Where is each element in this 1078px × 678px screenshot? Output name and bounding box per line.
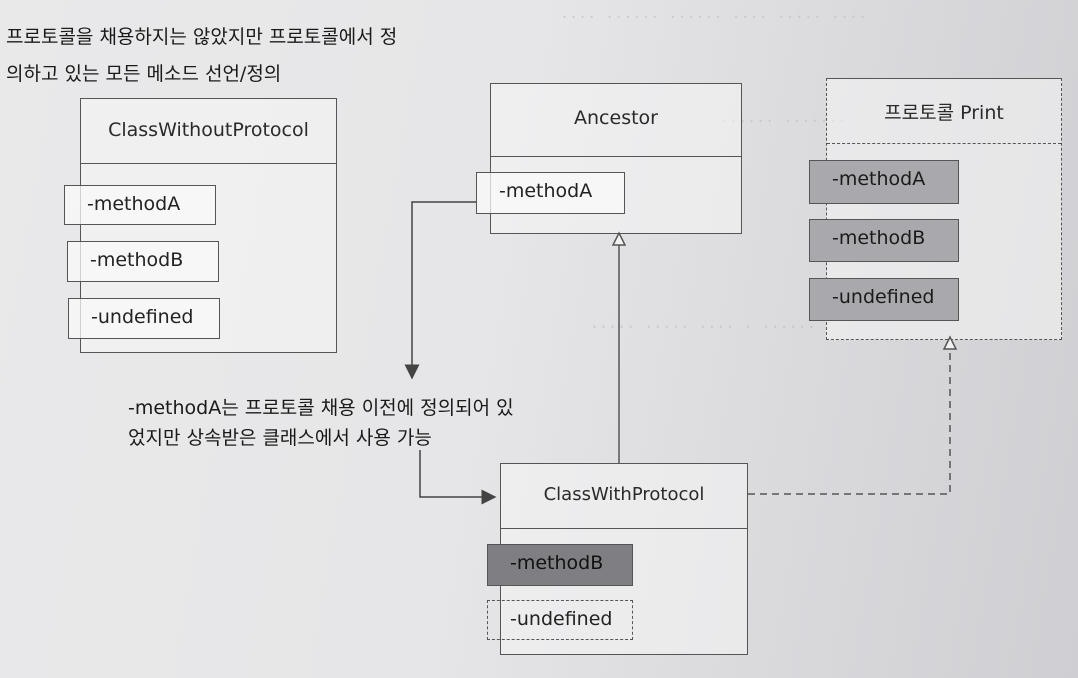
method-b: -methodB — [67, 241, 219, 282]
method-a: -methodA — [64, 185, 216, 225]
inheritance-arrowhead — [611, 231, 627, 246]
implemented-method-b: -methodB — [487, 544, 633, 586]
note-middle-line1: -methodA는 프로토콜 채용 이전에 정의되어 있 — [128, 397, 514, 419]
unimplemented-method-undefined: -undefined — [487, 600, 633, 640]
protocol-divider — [827, 143, 1061, 144]
class-divider — [81, 163, 336, 164]
protocol-method-b: -methodB — [809, 219, 959, 262]
ancestor-method-a: -methodA — [476, 172, 625, 214]
ancestor-title: Ancestor — [574, 107, 658, 129]
class-divider — [501, 528, 747, 529]
bleed-through-text: ······ ······· — [720, 112, 847, 130]
class-without-protocol-title: ClassWithoutProtocol — [108, 119, 309, 141]
realization-line — [748, 348, 951, 495]
note-top-line2: 의하고 있는 모든 메소드 선언/정의 — [6, 63, 282, 85]
class-with-protocol-title: ClassWithProtocol — [543, 484, 705, 505]
realization-arrowhead — [942, 335, 958, 350]
method-a-usage-line-bottom — [419, 450, 497, 505]
bleed-through-text: ····· ····· ···· · ······ — [590, 318, 816, 336]
note-top-line1: 프로토콜을 채용하지는 않았지만 프로토콜에서 정 — [6, 26, 398, 48]
method-undefined: -undefined — [68, 298, 220, 339]
class-divider — [491, 156, 741, 157]
protocol-method-a: -methodA — [809, 160, 959, 204]
method-a-usage-line — [404, 201, 476, 380]
protocol-title: 프로토콜 Print — [884, 102, 1004, 124]
protocol-method-undefined: -undefined — [809, 278, 959, 321]
note-middle-line2: 었지만 상속받은 클래스에서 사용 가능 — [128, 427, 432, 449]
bleed-through-text: ···· ······ ······ ···· ····· ···· — [560, 8, 868, 26]
